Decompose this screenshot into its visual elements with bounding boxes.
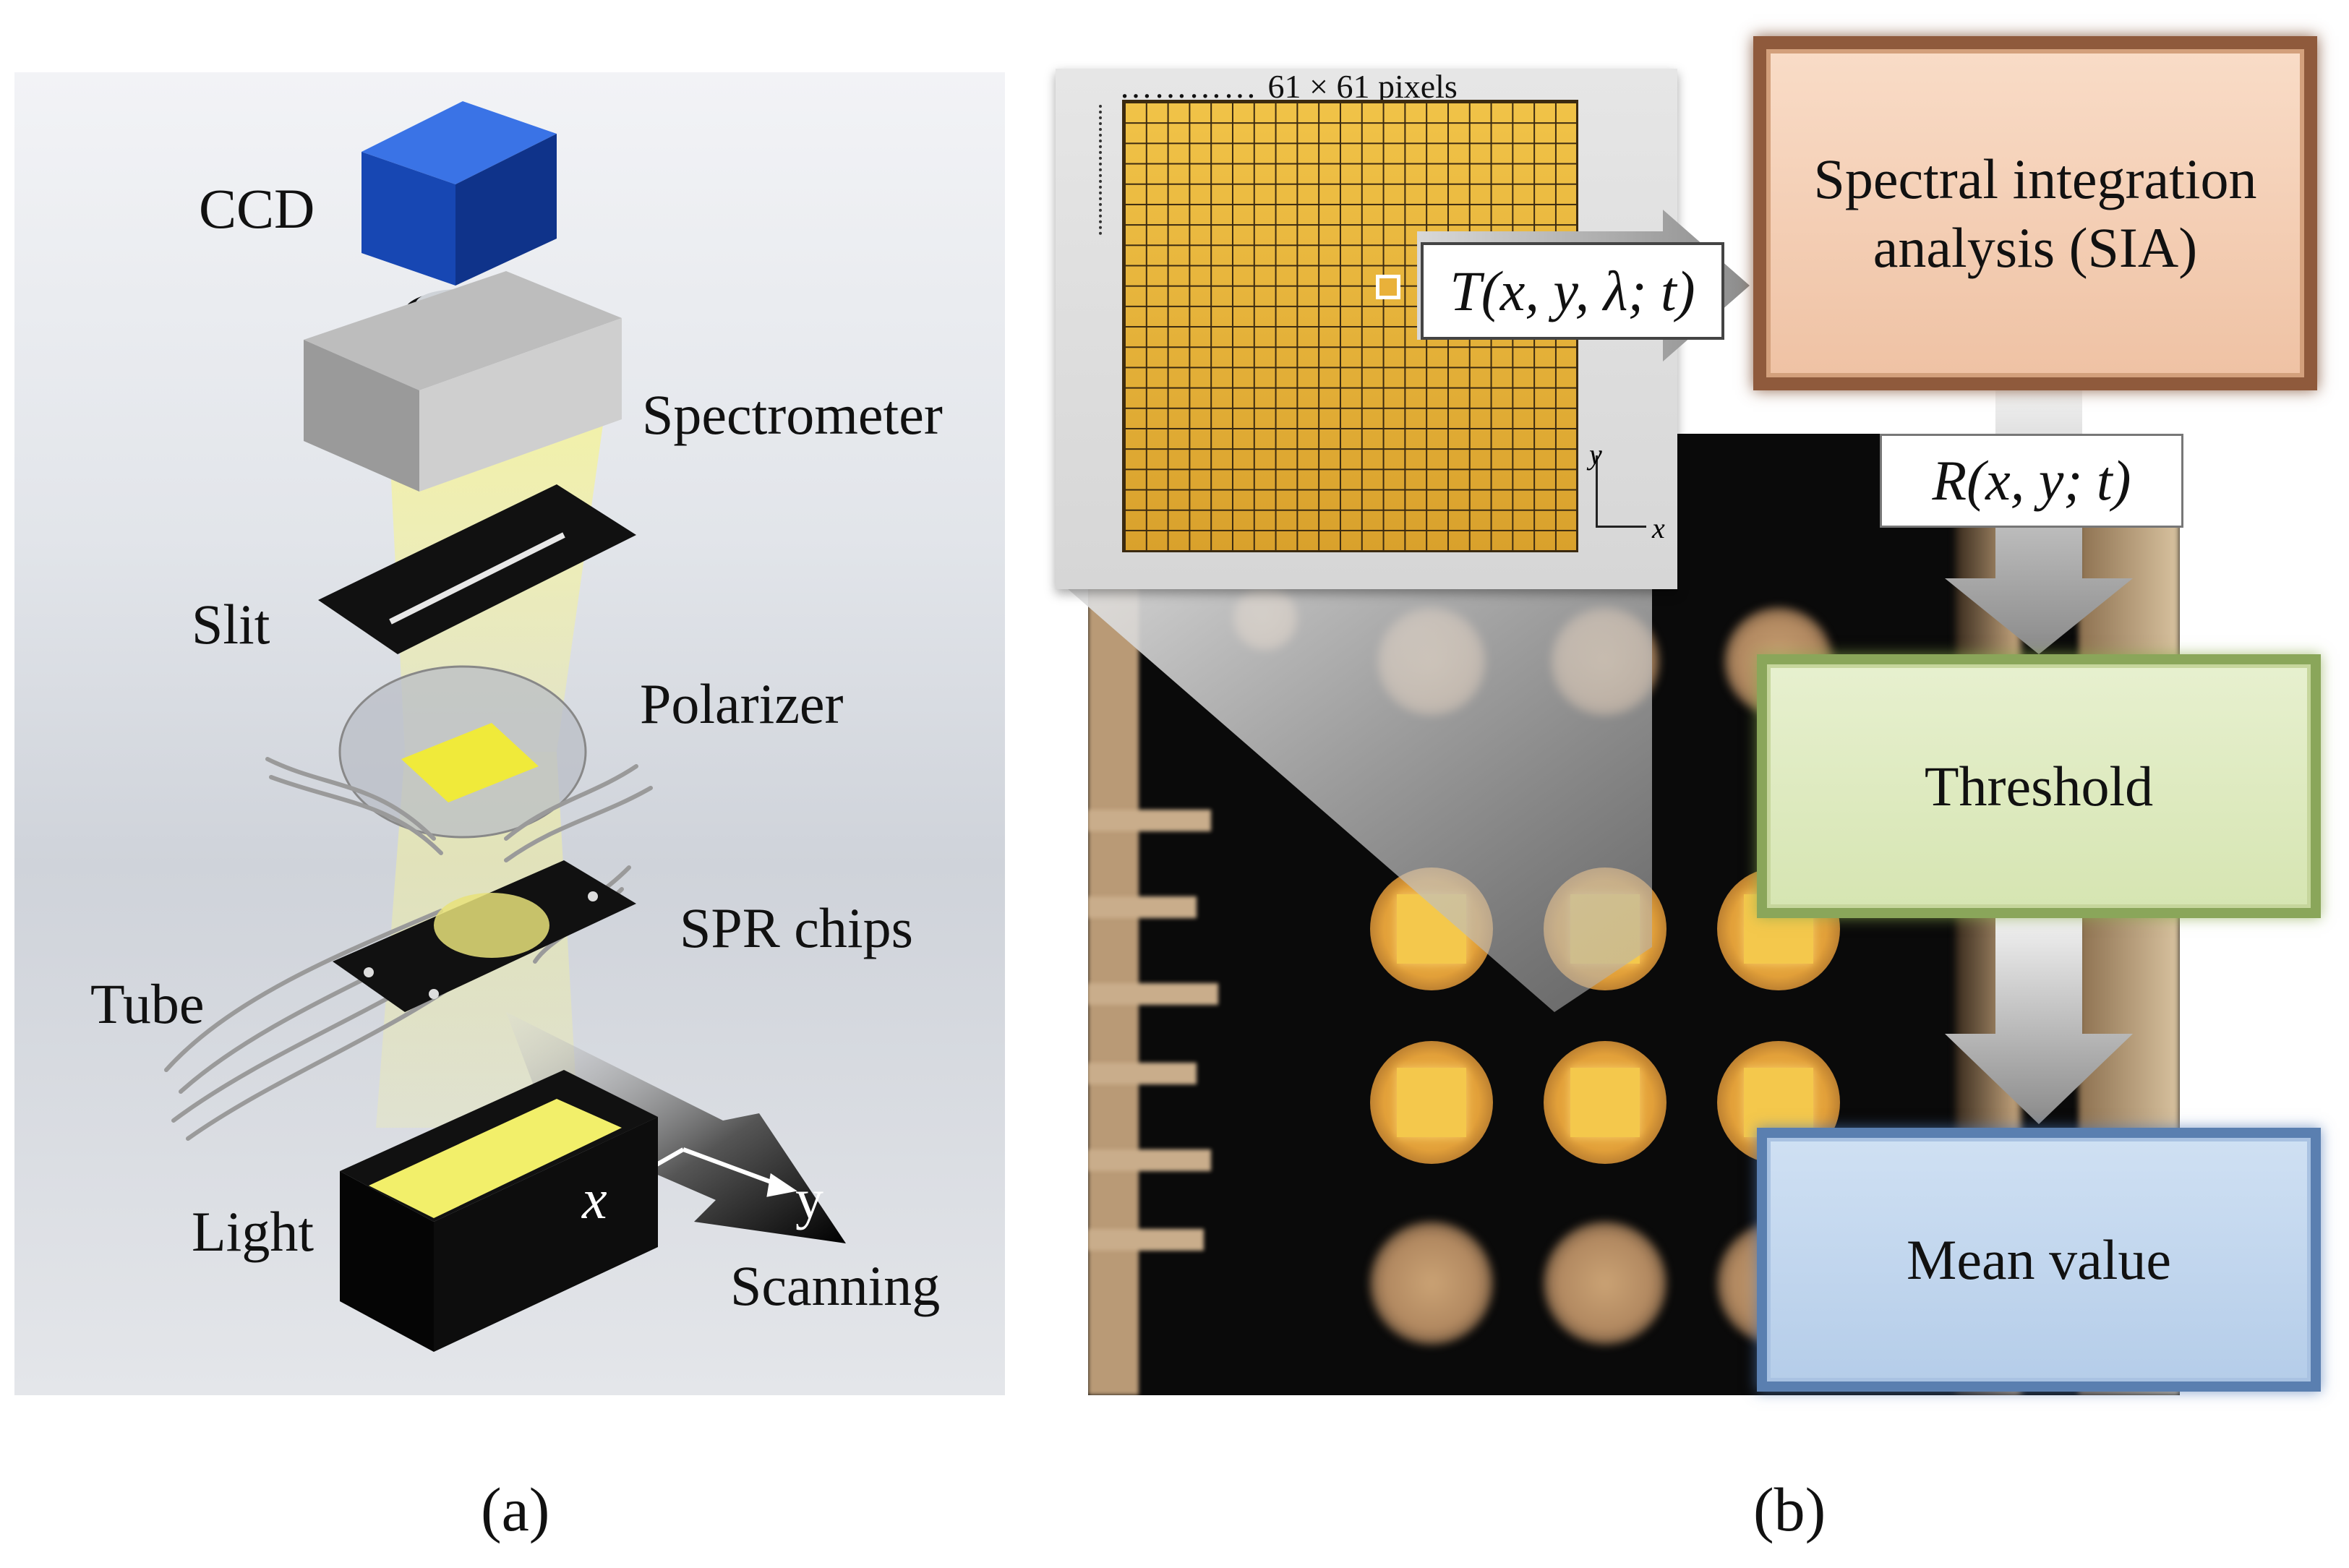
label-spectrometer: Spectrometer (642, 383, 943, 446)
formula-R-label: R(x, y; t) (1880, 434, 2183, 528)
label-ccd: CCD (199, 177, 315, 240)
label-axis-x: x (582, 1168, 607, 1230)
mean-value-box: Mean value (1757, 1128, 2321, 1392)
arrow-to-mean (1945, 918, 2133, 1124)
slit-plate (318, 484, 636, 654)
zoom-callout-wedge (1056, 578, 1652, 1012)
label-tube: Tube (90, 972, 205, 1035)
inset-axis-x: x (1652, 512, 1665, 544)
label-slit: Slit (192, 593, 270, 656)
label-spr-chips: SPR chips (680, 896, 913, 959)
polarizer-disk (338, 665, 587, 839)
spr-setup-illustration (164, 101, 846, 1352)
sia-box-text: Spectral integration analysis (SIA) (1813, 147, 2257, 279)
threshold-box: Threshold (1757, 654, 2321, 918)
sia-box: Spectral integration analysis (SIA) (1753, 36, 2317, 390)
spectrometer-box (304, 271, 622, 492)
label-polarizer: Polarizer (640, 672, 844, 735)
label-scanning: Scanning (730, 1254, 941, 1317)
threshold-box-text: Threshold (1924, 754, 2154, 818)
grid-size-label: ………… 61 × 61 pixels (1119, 68, 1458, 105)
inset-axis-y: y (1589, 438, 1602, 471)
label-light: Light (192, 1200, 314, 1263)
mean-value-box-text: Mean value (1906, 1228, 2171, 1291)
label-axis-y: y (795, 1168, 823, 1230)
grid-side-dots (1099, 105, 1102, 235)
light-source-box (340, 1070, 658, 1352)
selected-pixel-marker (1376, 275, 1400, 299)
formula-T-label: T(x, y, λ; t) (1421, 242, 1724, 340)
caption-b: (b) (1753, 1475, 1826, 1544)
caption-a: (a) (481, 1475, 550, 1544)
spr-chip-plate (333, 860, 636, 1012)
scanning-arrow (506, 1012, 846, 1243)
